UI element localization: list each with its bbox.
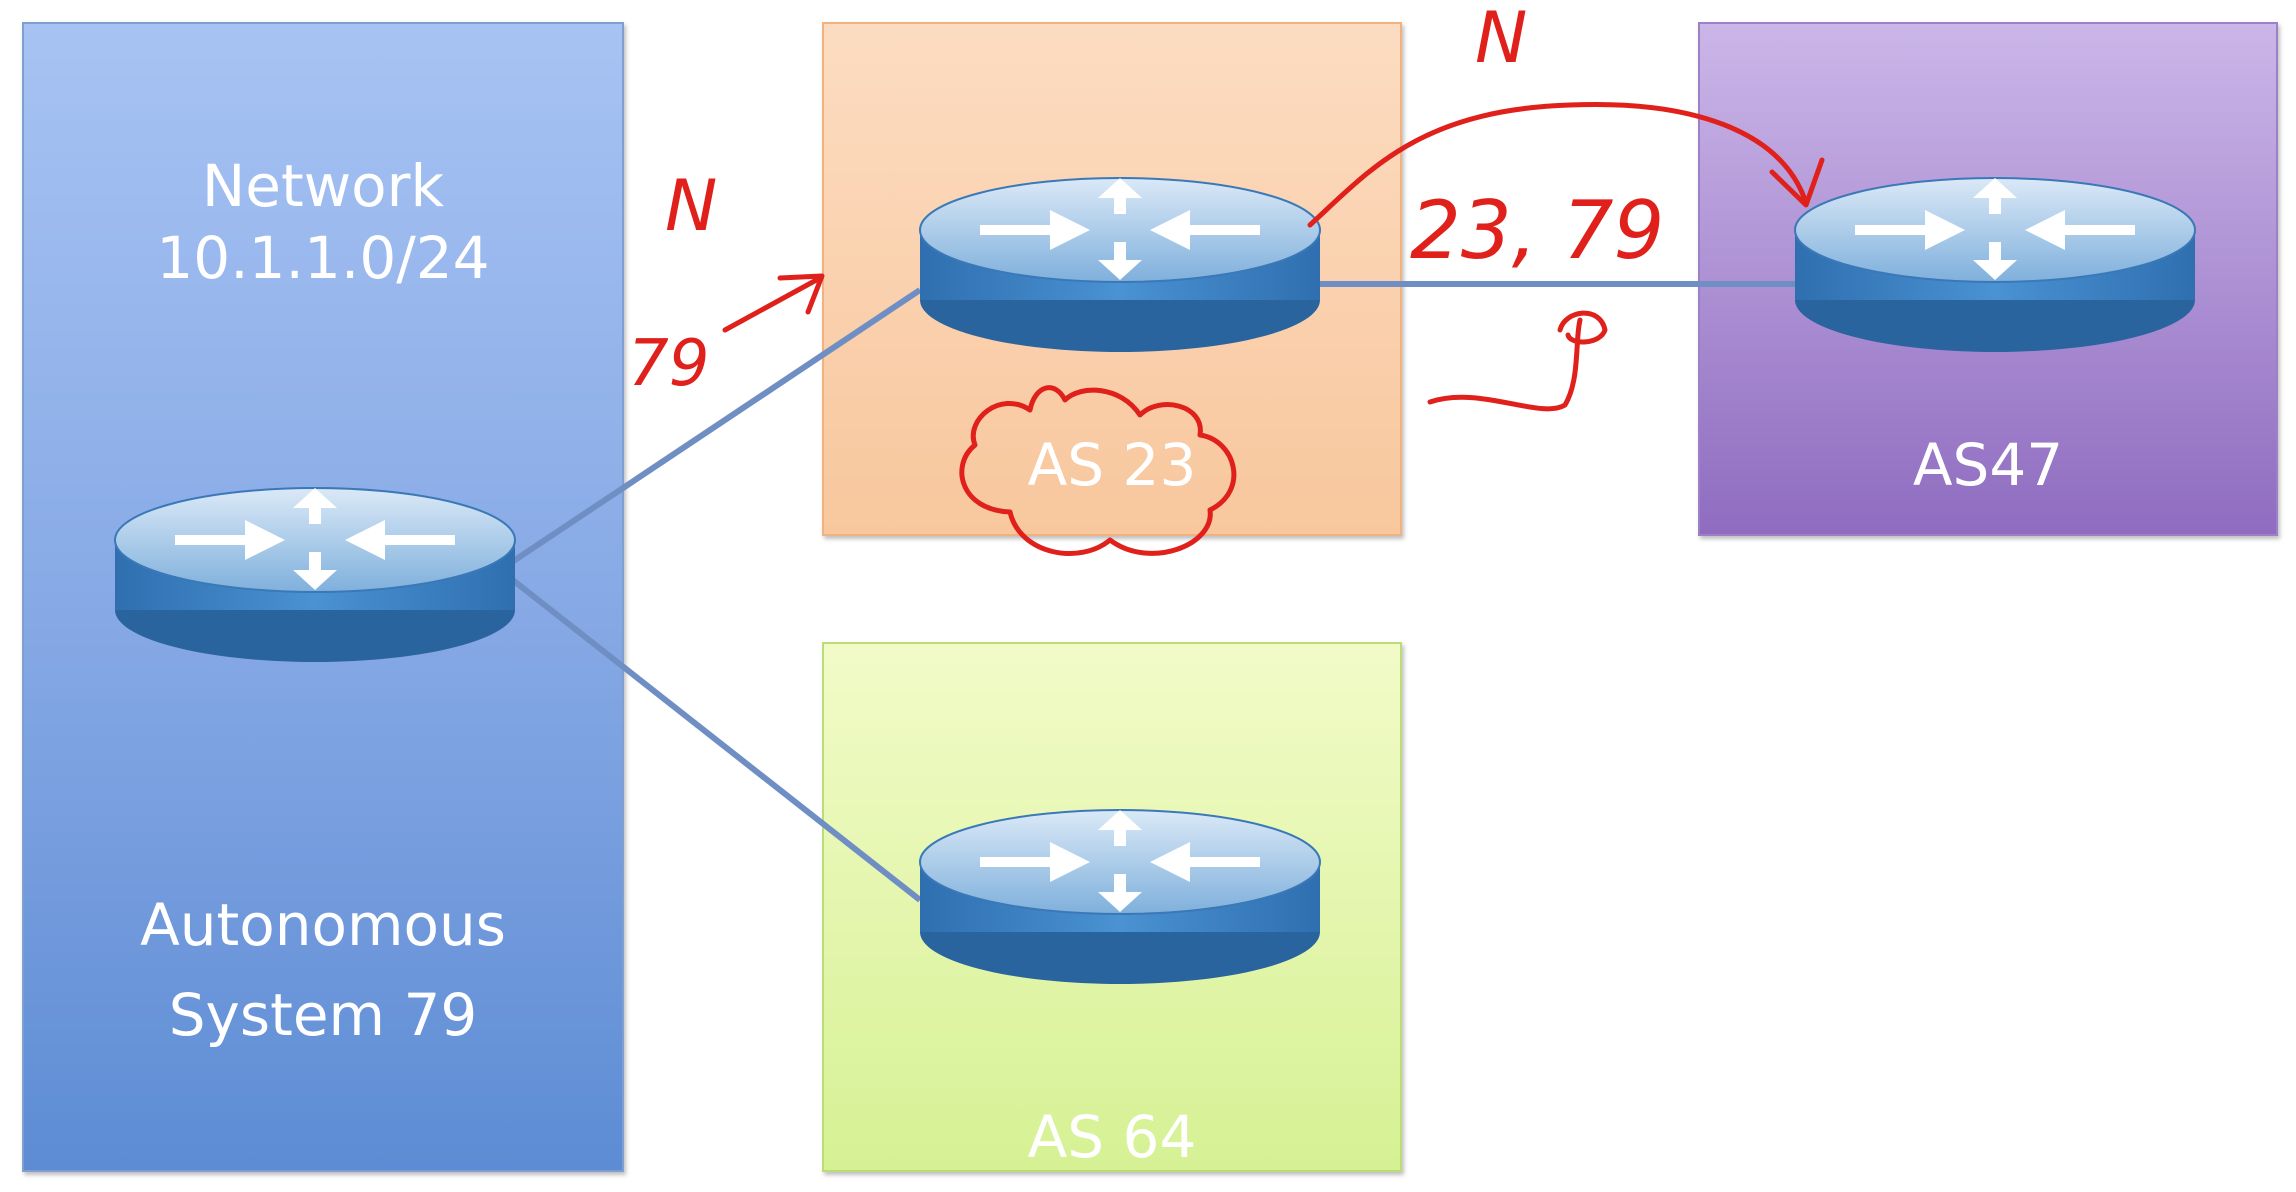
path-right-annotation: 23, 79 — [1410, 184, 1664, 277]
hook-annotation — [1427, 317, 1583, 412]
link-as79-as23 — [498, 287, 922, 573]
link-as79-as64 — [498, 567, 922, 903]
network-label: Network 10.1.1.0/24 — [22, 150, 624, 294]
n-top-annotation: N — [1475, 0, 1527, 79]
path-left-annotation: 79 — [628, 327, 709, 401]
router-as47-icon — [1794, 177, 2196, 353]
as23-circle-annotation — [959, 385, 1237, 556]
network-label-line1: Network — [201, 152, 445, 220]
as79-title: Autonomous System 79 — [22, 880, 624, 1060]
as79-title-line2: System 79 — [168, 981, 478, 1049]
router-as64-icon — [919, 809, 1321, 985]
arrow-to-as23-head — [777, 273, 825, 315]
as79-title-line1: Autonomous — [140, 891, 506, 959]
arrow-to-as23 — [722, 275, 823, 333]
as23-title: AS 23 — [1027, 431, 1197, 499]
as47-title: AS47 — [1912, 431, 2064, 499]
router-as23-icon — [919, 177, 1321, 353]
hook-annotation-loop — [1557, 310, 1608, 345]
network-address: 10.1.1.0/24 — [156, 224, 490, 292]
router-as79-icon — [114, 487, 516, 663]
arrow-to-as47-head — [1769, 157, 1825, 208]
n-left-annotation: N — [665, 165, 717, 247]
as64-title: AS 64 — [1027, 1103, 1197, 1171]
arrow-to-as47 — [1307, 101, 1808, 228]
